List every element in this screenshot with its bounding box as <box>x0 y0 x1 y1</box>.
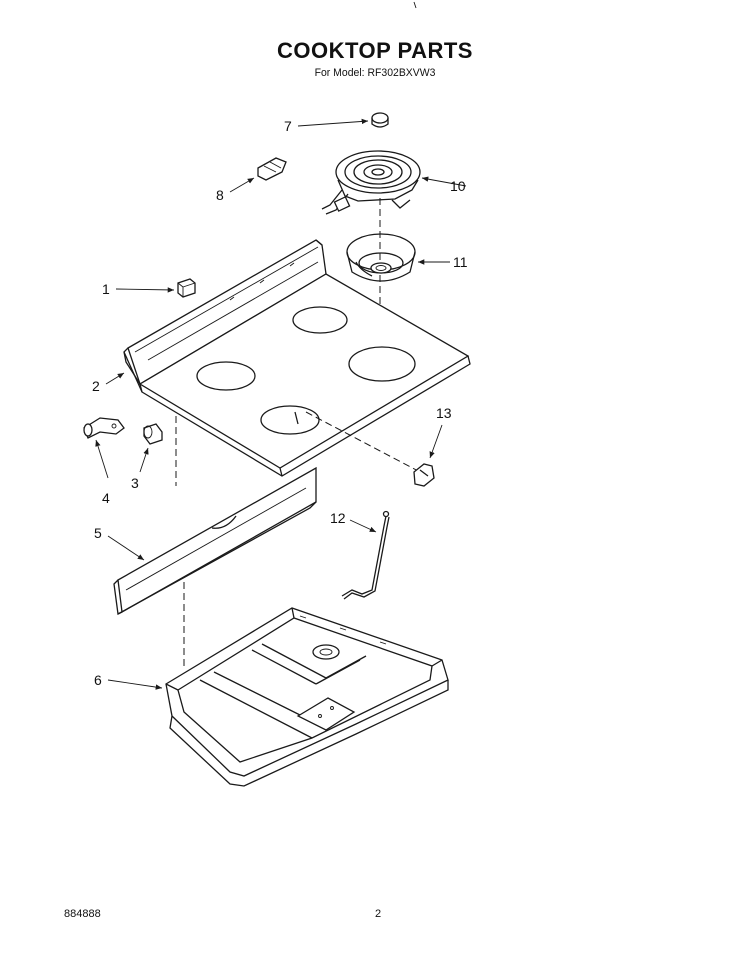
part-8-terminal-block <box>257 157 287 181</box>
part-2-cooktop <box>123 239 471 477</box>
part-1-clip <box>177 278 196 298</box>
part-13-clip <box>413 463 435 487</box>
part-7-cap <box>371 112 389 128</box>
part-11-drip-bowl <box>346 233 416 282</box>
callout-10: 10 <box>450 178 466 194</box>
part-3-spacer <box>143 423 163 445</box>
part-10-surface-element <box>321 150 421 215</box>
callout-13: 13 <box>436 405 452 421</box>
part-5-front-panel <box>113 466 317 615</box>
callout-1: 1 <box>102 281 110 297</box>
diagram-title: COOKTOP PARTS <box>277 38 473 63</box>
callout-5: 5 <box>94 525 102 541</box>
callout-7: 7 <box>284 118 292 134</box>
callout-4: 4 <box>102 490 110 506</box>
callout-12: 12 <box>330 510 346 526</box>
callout-6: 6 <box>94 672 102 688</box>
callout-8: 8 <box>216 187 224 203</box>
document-number: 884888 <box>64 908 101 920</box>
callout-2: 2 <box>92 378 100 394</box>
model-subtitle: For Model: RF302BXVW3 <box>314 67 436 79</box>
page-number: 2 <box>374 908 382 920</box>
part-6-burner-box <box>165 607 449 787</box>
callout-3: 3 <box>131 475 139 491</box>
callout-11: 11 <box>453 254 468 270</box>
part-4-bracket <box>83 417 125 439</box>
part-12-rod <box>341 510 390 600</box>
